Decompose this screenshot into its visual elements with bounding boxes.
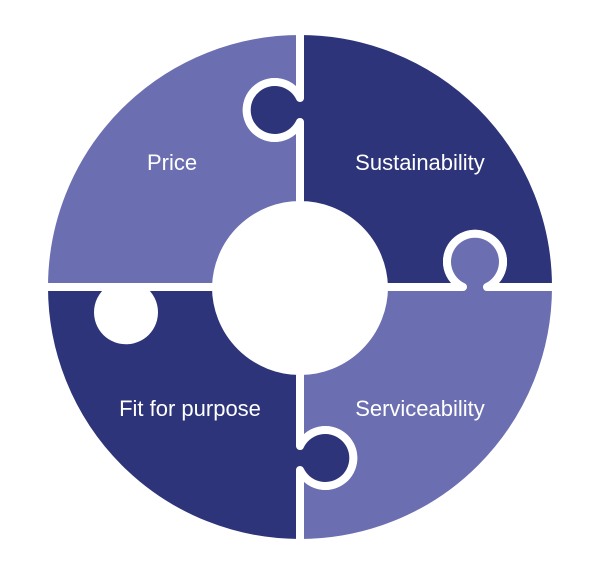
puzzle-pieces bbox=[40, 27, 560, 547]
segment-label-sustainability: Sustainability bbox=[355, 150, 485, 175]
segment-label-fit-for-purpose: Fit for purpose bbox=[119, 396, 261, 421]
segment-label-serviceability: Serviceability bbox=[355, 396, 485, 421]
puzzle-piece-fit-for-purpose bbox=[40, 283, 358, 547]
segment-label-price: Price bbox=[147, 150, 197, 175]
